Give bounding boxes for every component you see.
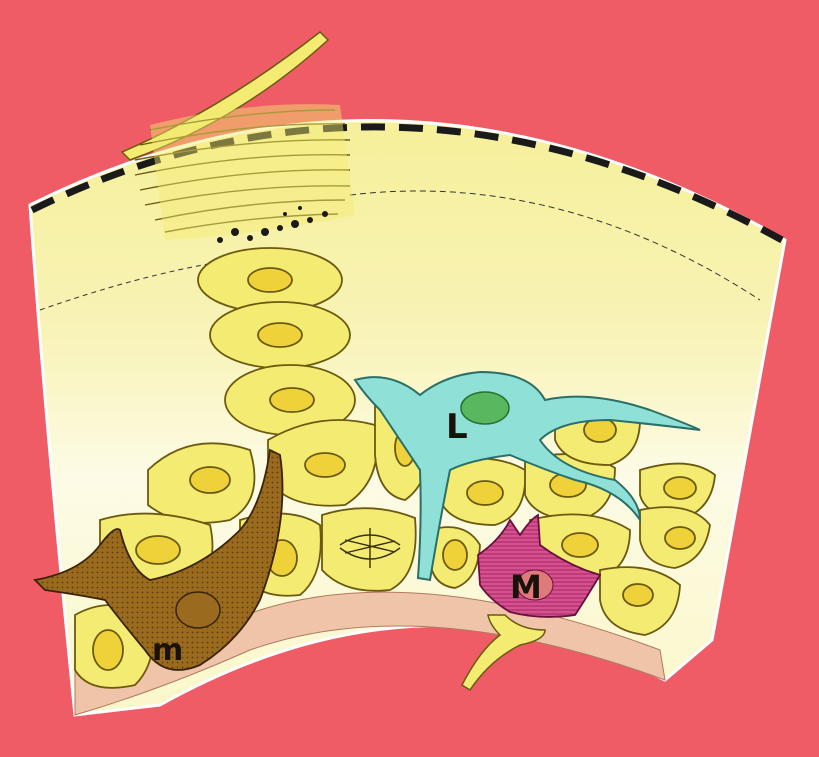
nucleus [93,630,123,670]
corneum-fill [150,104,355,240]
nucleus [665,527,695,549]
nucleus [664,477,696,499]
langerhans-nucleus [461,392,509,424]
melanocyte-nucleus [176,592,220,628]
nucleus [270,388,314,412]
melanocyte-label: m [152,633,183,668]
langerhans-label: L [446,407,468,447]
nucleus [562,533,598,557]
nucleus [136,536,180,564]
nucleus [623,584,653,606]
nucleus [467,481,503,505]
nucleus [190,467,230,493]
mitotic-cell [322,508,416,591]
nucleus [305,453,345,477]
nucleus [443,540,467,570]
nucleus [248,268,292,292]
merkel-label: M [510,568,542,606]
nucleus [258,323,302,347]
